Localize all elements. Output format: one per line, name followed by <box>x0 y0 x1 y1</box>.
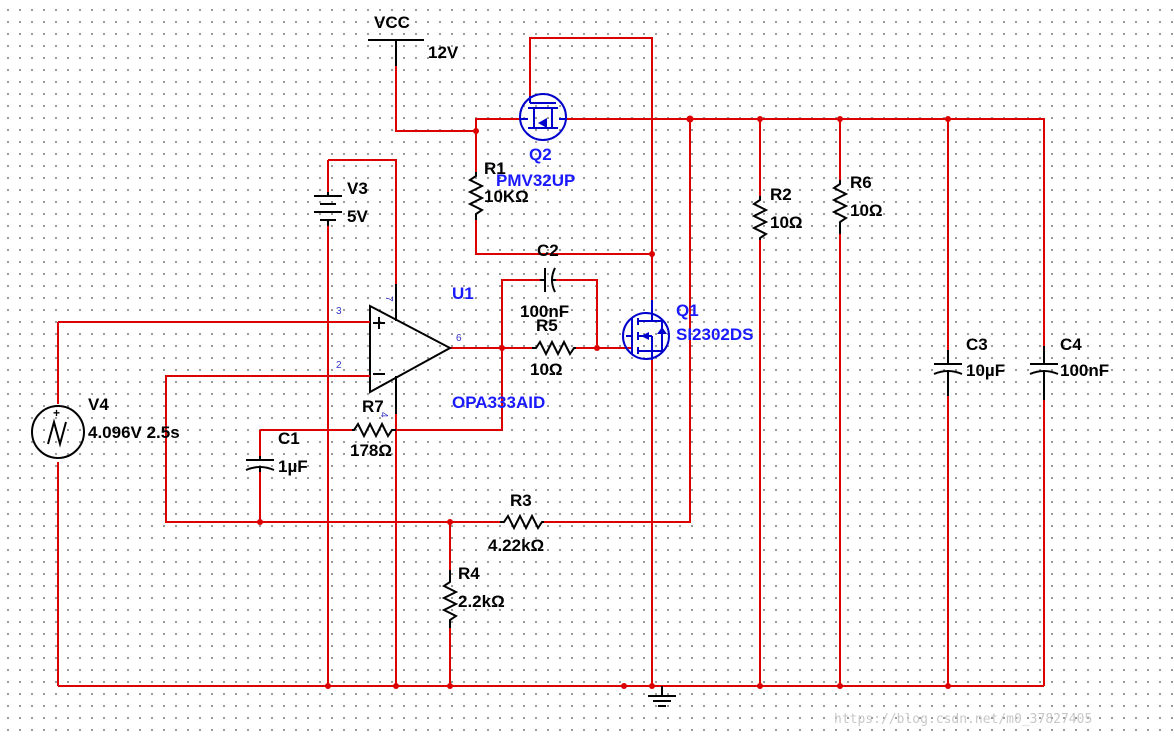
c2-capacitor[interactable]: C2 100nF <box>520 241 569 321</box>
c1-ref: C1 <box>278 429 300 448</box>
vcc-voltage: 12V <box>428 43 459 62</box>
r1-resistor[interactable]: R1 10KΩ <box>467 159 529 220</box>
r5-resistor[interactable]: R5 10Ω <box>530 316 576 379</box>
u1-pin-vminus: 4 <box>378 412 389 418</box>
q1-ref: Q1 <box>676 301 699 320</box>
v4-source[interactable]: + V4 4.096V 2.5s <box>31 395 180 459</box>
u1-part: OPA333AID <box>452 393 545 412</box>
ground-symbol[interactable] <box>648 686 676 707</box>
c2-value: 100nF <box>520 302 569 321</box>
u1-pin-minus: 2 <box>336 360 342 371</box>
r6-resistor[interactable]: R6 10Ω <box>831 173 883 234</box>
watermark: https://blog.csdn.net/m0_37827405 <box>834 712 1092 727</box>
vcc-label: VCC <box>374 13 410 32</box>
v3-ref: V3 <box>347 179 368 198</box>
r2-ref: R2 <box>770 185 792 204</box>
v4-value: 4.096V 2.5s <box>88 423 180 442</box>
r3-ref: R3 <box>510 491 532 510</box>
r2-resistor[interactable]: R2 10Ω <box>751 185 803 240</box>
r7-value: 178Ω <box>350 441 392 460</box>
q1-part: SI2302DS <box>676 325 754 344</box>
r5-value: 10Ω <box>530 360 563 379</box>
r1-ref: R1 <box>484 159 506 178</box>
v4-ref: V4 <box>88 395 109 414</box>
u1-opamp[interactable]: 3 2 6 7 4 U1 OPA333AID <box>336 284 545 418</box>
c3-ref: C3 <box>966 335 988 354</box>
c1-capacitor[interactable]: C1 1µF <box>245 429 308 476</box>
r6-ref: R6 <box>850 173 872 192</box>
junctions <box>257 115 951 689</box>
r3-resistor[interactable]: R3 4.22kΩ <box>488 491 544 555</box>
q2-ref: Q2 <box>529 145 552 164</box>
r5-ref: R5 <box>536 316 558 335</box>
r4-ref: R4 <box>458 564 480 583</box>
u1-ref: U1 <box>452 284 474 303</box>
q2-pmosfet[interactable]: Q2 PMV32UP <box>496 93 575 190</box>
u1-pin-plus: 3 <box>336 306 342 317</box>
v4-plus-sign: + <box>53 406 60 420</box>
q2-part: PMV32UP <box>496 171 575 190</box>
r6-value: 10Ω <box>850 201 883 220</box>
u1-pin-vplus: 7 <box>383 296 394 302</box>
r7-ref: R7 <box>362 397 384 416</box>
u1-pin-out: 6 <box>456 333 462 344</box>
wires <box>57 37 1045 687</box>
c4-capacitor[interactable]: C4 100nF <box>1029 335 1109 400</box>
r2-value: 10Ω <box>770 213 803 232</box>
r3-value: 4.22kΩ <box>488 536 544 555</box>
c4-value: 100nF <box>1060 361 1109 380</box>
q1-nmosfet[interactable]: Q1 SI2302DS <box>622 300 754 360</box>
c2-ref: C2 <box>537 241 559 260</box>
vcc-symbol[interactable]: VCC 12V <box>368 13 459 66</box>
r1-value: 10KΩ <box>484 187 529 206</box>
r4-value: 2.2kΩ <box>458 592 505 611</box>
c3-value: 10µF <box>966 361 1005 380</box>
c3-capacitor[interactable]: C3 10µF <box>933 335 1005 396</box>
r7-resistor[interactable]: R7 178Ω <box>350 397 396 460</box>
r4-resistor[interactable]: R4 2.2kΩ <box>441 564 505 628</box>
v3-value: 5V <box>347 207 368 226</box>
v3-battery[interactable]: V3 5V <box>314 179 368 226</box>
c4-ref: C4 <box>1060 335 1082 354</box>
c1-value: 1µF <box>278 457 308 476</box>
